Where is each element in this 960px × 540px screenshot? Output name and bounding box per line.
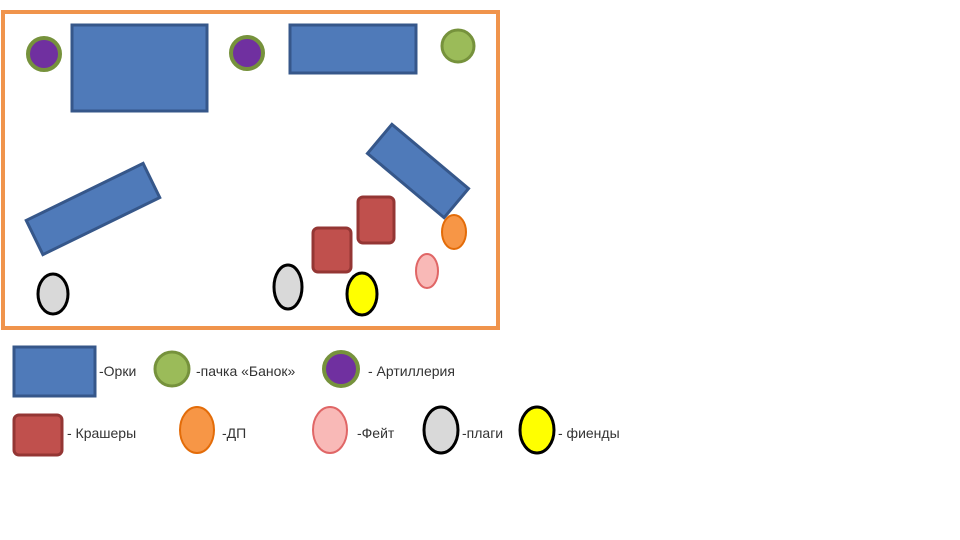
legend-artillery-swatch <box>322 350 360 388</box>
orc-unit <box>70 23 209 113</box>
legend: -Орки -пачка «Банок» - Артиллерия - Краш… <box>12 345 620 457</box>
legend-fiend-label: - фиенды <box>558 425 620 441</box>
crusher-unit <box>311 226 353 274</box>
legend-orc-swatch <box>12 345 97 398</box>
legend-dp-label: -ДП <box>222 425 246 441</box>
dp-unit <box>441 214 467 250</box>
legend-fate-label: -Фейт <box>357 425 395 441</box>
legend-dp-swatch <box>179 406 215 454</box>
legend-lootas-swatch <box>153 350 191 388</box>
legend-fate-swatch <box>312 406 348 454</box>
legend-lootas-label: -пачка «Банок» <box>196 363 296 379</box>
battlefield-frame <box>1 10 500 330</box>
plague-unit <box>272 263 304 311</box>
artillery-unit <box>26 36 62 72</box>
legend-plague-swatch <box>422 405 460 455</box>
plague-unit <box>36 272 70 316</box>
legend-orc-label: -Орки <box>99 363 136 379</box>
legend-artillery-label: - Артиллерия <box>368 363 455 379</box>
artillery-unit <box>229 35 265 71</box>
fiend-unit <box>345 271 379 317</box>
orc-unit <box>365 122 471 220</box>
legend-crusher-label: - Крашеры <box>67 425 136 441</box>
fate-unit <box>415 253 439 289</box>
lootas-unit <box>440 28 476 64</box>
orc-unit <box>288 23 418 75</box>
crusher-unit <box>356 195 396 245</box>
legend-crusher-swatch <box>12 413 64 457</box>
legend-plague-label: -плаги <box>462 425 503 441</box>
legend-fiend-swatch <box>518 405 556 455</box>
orc-unit <box>24 161 162 257</box>
